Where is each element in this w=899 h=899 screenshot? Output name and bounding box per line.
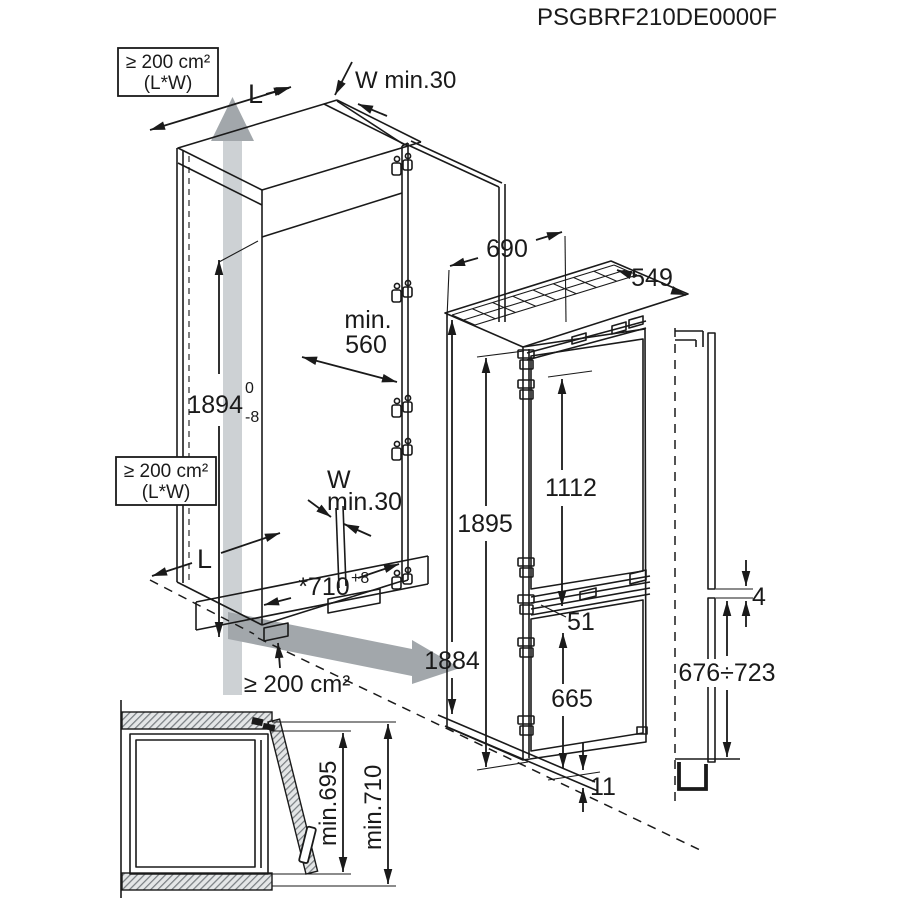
lower-door-height-label: 665 [551, 685, 593, 713]
plan-view [120, 700, 396, 898]
vent-area-bottom-label: ≥ 200 cm² [244, 671, 351, 698]
niche-width-label: *710 [298, 573, 349, 601]
cabinet-wall-bottom [121, 872, 273, 891]
top-depth-label: 549 [631, 264, 673, 292]
niche-width-tol: +8 [351, 570, 369, 587]
cabinet-structure [149, 99, 701, 851]
plan-depth-door-open-label: min.695 [315, 761, 342, 846]
appliance-structure [437, 260, 689, 792]
vent-area-mid-line1: ≥ 200 cm² [124, 461, 208, 482]
top-vent-grid [451, 264, 638, 326]
top-width-label: 690 [486, 235, 528, 263]
page-title: PSGBRF210DE0000F [537, 4, 777, 31]
lower-panel-height-label: 676÷723 [678, 659, 775, 687]
vent-area-top-line1: ≥ 200 cm² [126, 52, 210, 73]
height-label: 1895 [457, 510, 513, 538]
airflow-bottom-shaft [228, 612, 412, 676]
vent-area-top-line2: (L*W) [144, 73, 193, 94]
appliance-plan-body [129, 733, 269, 875]
cabinet-wall-top [121, 711, 273, 730]
wall-clearance-mid-line2: min.30 [327, 488, 402, 516]
door-panel-detail [674, 328, 753, 806]
wall-clearance-mid-line1: W [327, 466, 351, 494]
foot [636, 726, 648, 735]
airflow-up-shaft [223, 138, 242, 695]
niche-height-tol-upper: 0 [245, 380, 254, 397]
niche-depth-label-line1: min. [344, 306, 391, 334]
plinth-vent-slot [263, 622, 289, 642]
height-rear-label: 1884 [424, 647, 480, 675]
panel-gap-label: 4 [752, 583, 766, 611]
door-gap-label: 51 [567, 608, 595, 636]
vent-area-mid-line2: (L*W) [142, 482, 191, 503]
upper-door-height-label: 1112 [545, 474, 597, 502]
background-wall [407, 140, 506, 322]
hinge-icon [251, 717, 264, 727]
vent-area-box-mid [115, 456, 217, 506]
niche-depth-label-line2: 560 [345, 331, 387, 359]
niche-height-tol-lower: -8 [245, 409, 259, 426]
bottom-clearance-label: 11 [590, 773, 616, 801]
floor-line [257, 637, 701, 851]
length-label-top: L [248, 79, 263, 109]
airflow-arrows [211, 97, 460, 695]
airflow-bottom-head-icon [412, 640, 460, 684]
door-handle [298, 825, 317, 864]
wall-clearance-top-label: W min.30 [355, 67, 456, 94]
hinge-icon [517, 594, 535, 615]
dimensions: PSGBRF210DE0000F ≥ 200 cm² (L*W) L W min… [115, 4, 780, 884]
niche-height-label: 1894 [187, 391, 243, 419]
plan-depth-total-label: min.710 [360, 765, 387, 850]
plinth-grille [327, 588, 381, 614]
length-label-bottom: L [197, 544, 212, 574]
hinge-icon [262, 722, 276, 732]
upper-door-panel [707, 332, 716, 590]
